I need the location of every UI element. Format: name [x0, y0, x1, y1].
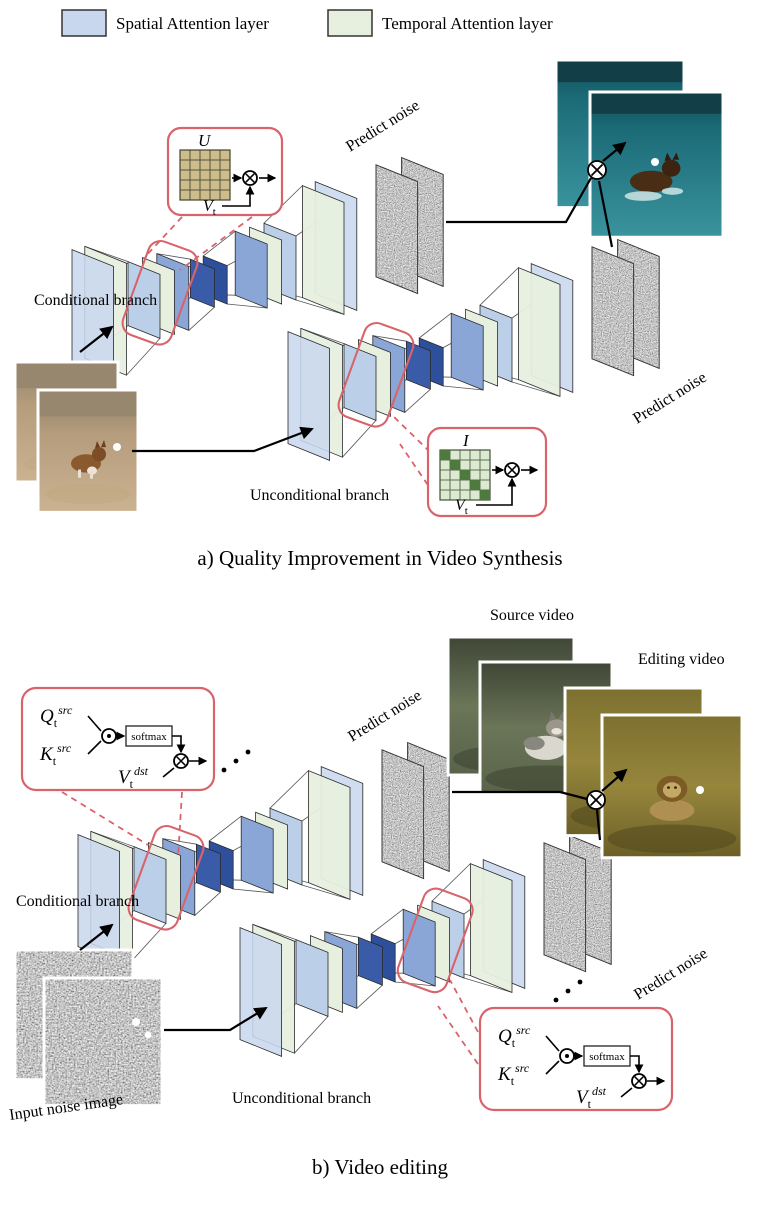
- editing-video-frames-b: [565, 688, 742, 858]
- callout-connector: [143, 216, 183, 259]
- odot-icon: [559, 1048, 575, 1064]
- legend-swatch-spatial: [61, 9, 107, 37]
- value-label: Vt: [455, 497, 468, 517]
- legend: Spatial Attention layer Temporal Attenti…: [61, 9, 553, 37]
- i-matrix-label: I: [462, 431, 470, 450]
- otimes-icon: [504, 462, 520, 478]
- k-line: [87, 740, 102, 755]
- u-matrix-grid: [179, 149, 231, 201]
- input-noise-frames-b: [15, 950, 162, 1106]
- callout-connector: [391, 414, 431, 453]
- softmax-label: softmax: [131, 731, 167, 743]
- combine-line-conditional-b: [452, 790, 588, 801]
- identity-diagonal-cells: [440, 450, 490, 500]
- query-label: Qtsrc: [498, 1023, 531, 1050]
- otimes-icon: [173, 753, 189, 769]
- combine-line-unconditional-b: [595, 809, 602, 841]
- callout-connector: [437, 1005, 479, 1065]
- combine-line-conditional-a: [446, 177, 592, 224]
- otimes-combine-icon-b: [586, 790, 606, 810]
- arrow-to-editing-video-b: [601, 768, 628, 792]
- frame-dot: [696, 786, 704, 794]
- q-line: [87, 715, 102, 732]
- softmax-label: softmax: [589, 1051, 625, 1063]
- callout-connector: [177, 791, 183, 859]
- v-to-otimes-line: [162, 767, 175, 778]
- legend-swatch-temporal: [327, 9, 373, 37]
- panel-b-caption: b) Video editing: [312, 1155, 448, 1179]
- v-to-otimes-line: [620, 1087, 633, 1098]
- frame-dot: [144, 1031, 152, 1039]
- ellipsis-dots-bottom: [553, 979, 583, 1003]
- predict-noise-label-right-a: Predict noise: [630, 369, 709, 427]
- callout-connector: [449, 979, 479, 1033]
- otimes-icon: [631, 1073, 647, 1089]
- editing-video-label: Editing video: [638, 651, 725, 668]
- conditional-branch-label-a: Conditional branch: [34, 292, 157, 309]
- ellipsis-dots-top: [221, 749, 251, 773]
- arrow-into-unconditional-a: [132, 426, 314, 453]
- callout-connector: [179, 216, 253, 271]
- source-video-label: Source video: [490, 607, 574, 624]
- q-line: [545, 1035, 560, 1052]
- panel-b: Qtsrc Ktsrc softmax Vtdst Qtsrc: [8, 607, 742, 1179]
- frame-dot: [113, 443, 121, 451]
- k-line: [545, 1060, 560, 1075]
- frame-dot: [651, 158, 659, 166]
- unconditional-branch-label-b: Unconditional branch: [232, 1090, 371, 1107]
- legend-label-temporal: Temporal Attention layer: [382, 14, 553, 33]
- arrow-into-conditional-b: [79, 923, 114, 951]
- callout-u-matrix: U Vt: [166, 126, 284, 218]
- v-to-otimes-line: [222, 185, 255, 207]
- callout-cross-attention-bottom: Qtsrc Ktsrc softmax Vtdst: [478, 1006, 674, 1112]
- predict-noise-label-top-b: Predict noise: [345, 687, 424, 745]
- unconditional-branch-label-a: Unconditional branch: [250, 487, 389, 504]
- legend-label-spatial: Spatial Attention layer: [116, 14, 269, 33]
- arrow-into-unconditional-b: [164, 1006, 268, 1032]
- query-label: Qtsrc: [40, 703, 73, 730]
- value-label: Vt: [203, 198, 216, 218]
- key-label: Ktsrc: [497, 1061, 530, 1088]
- input-video-frames-a: [13, 360, 140, 514]
- softmax-to-otimes-line: [172, 735, 186, 754]
- arrow-to-output-a: [602, 141, 627, 162]
- callout-cross-attention-top: Qtsrc Ktsrc softmax Vtdst: [20, 686, 216, 792]
- callout-connector: [61, 791, 149, 846]
- otimes-combine-icon-a: [587, 160, 607, 180]
- arrow-into-conditional-a: [79, 325, 114, 353]
- predict-noise-label-top-a: Predict noise: [343, 97, 422, 155]
- v-to-otimes-line: [476, 477, 517, 506]
- panel-a: U Vt I: [13, 58, 725, 570]
- softmax-to-otimes-line: [630, 1055, 644, 1074]
- otimes-icon: [242, 170, 258, 186]
- output-video-frames-a: [554, 58, 725, 240]
- odot-icon: [101, 728, 117, 744]
- key-label: Ktsrc: [39, 741, 72, 768]
- u-matrix-label: U: [198, 131, 212, 150]
- predict-noise-label-right-b: Predict noise: [631, 945, 710, 1003]
- value-label: Vtdst: [118, 764, 149, 791]
- value-label: Vtdst: [576, 1084, 607, 1111]
- panel-a-caption: a) Quality Improvement in Video Synthesi…: [197, 546, 562, 570]
- frame-dot: [132, 1018, 140, 1026]
- conditional-branch-label-b: Conditional branch: [16, 893, 139, 910]
- combine-line-unconditional-a: [597, 180, 614, 248]
- callout-identity-matrix: I Vt: [426, 426, 548, 518]
